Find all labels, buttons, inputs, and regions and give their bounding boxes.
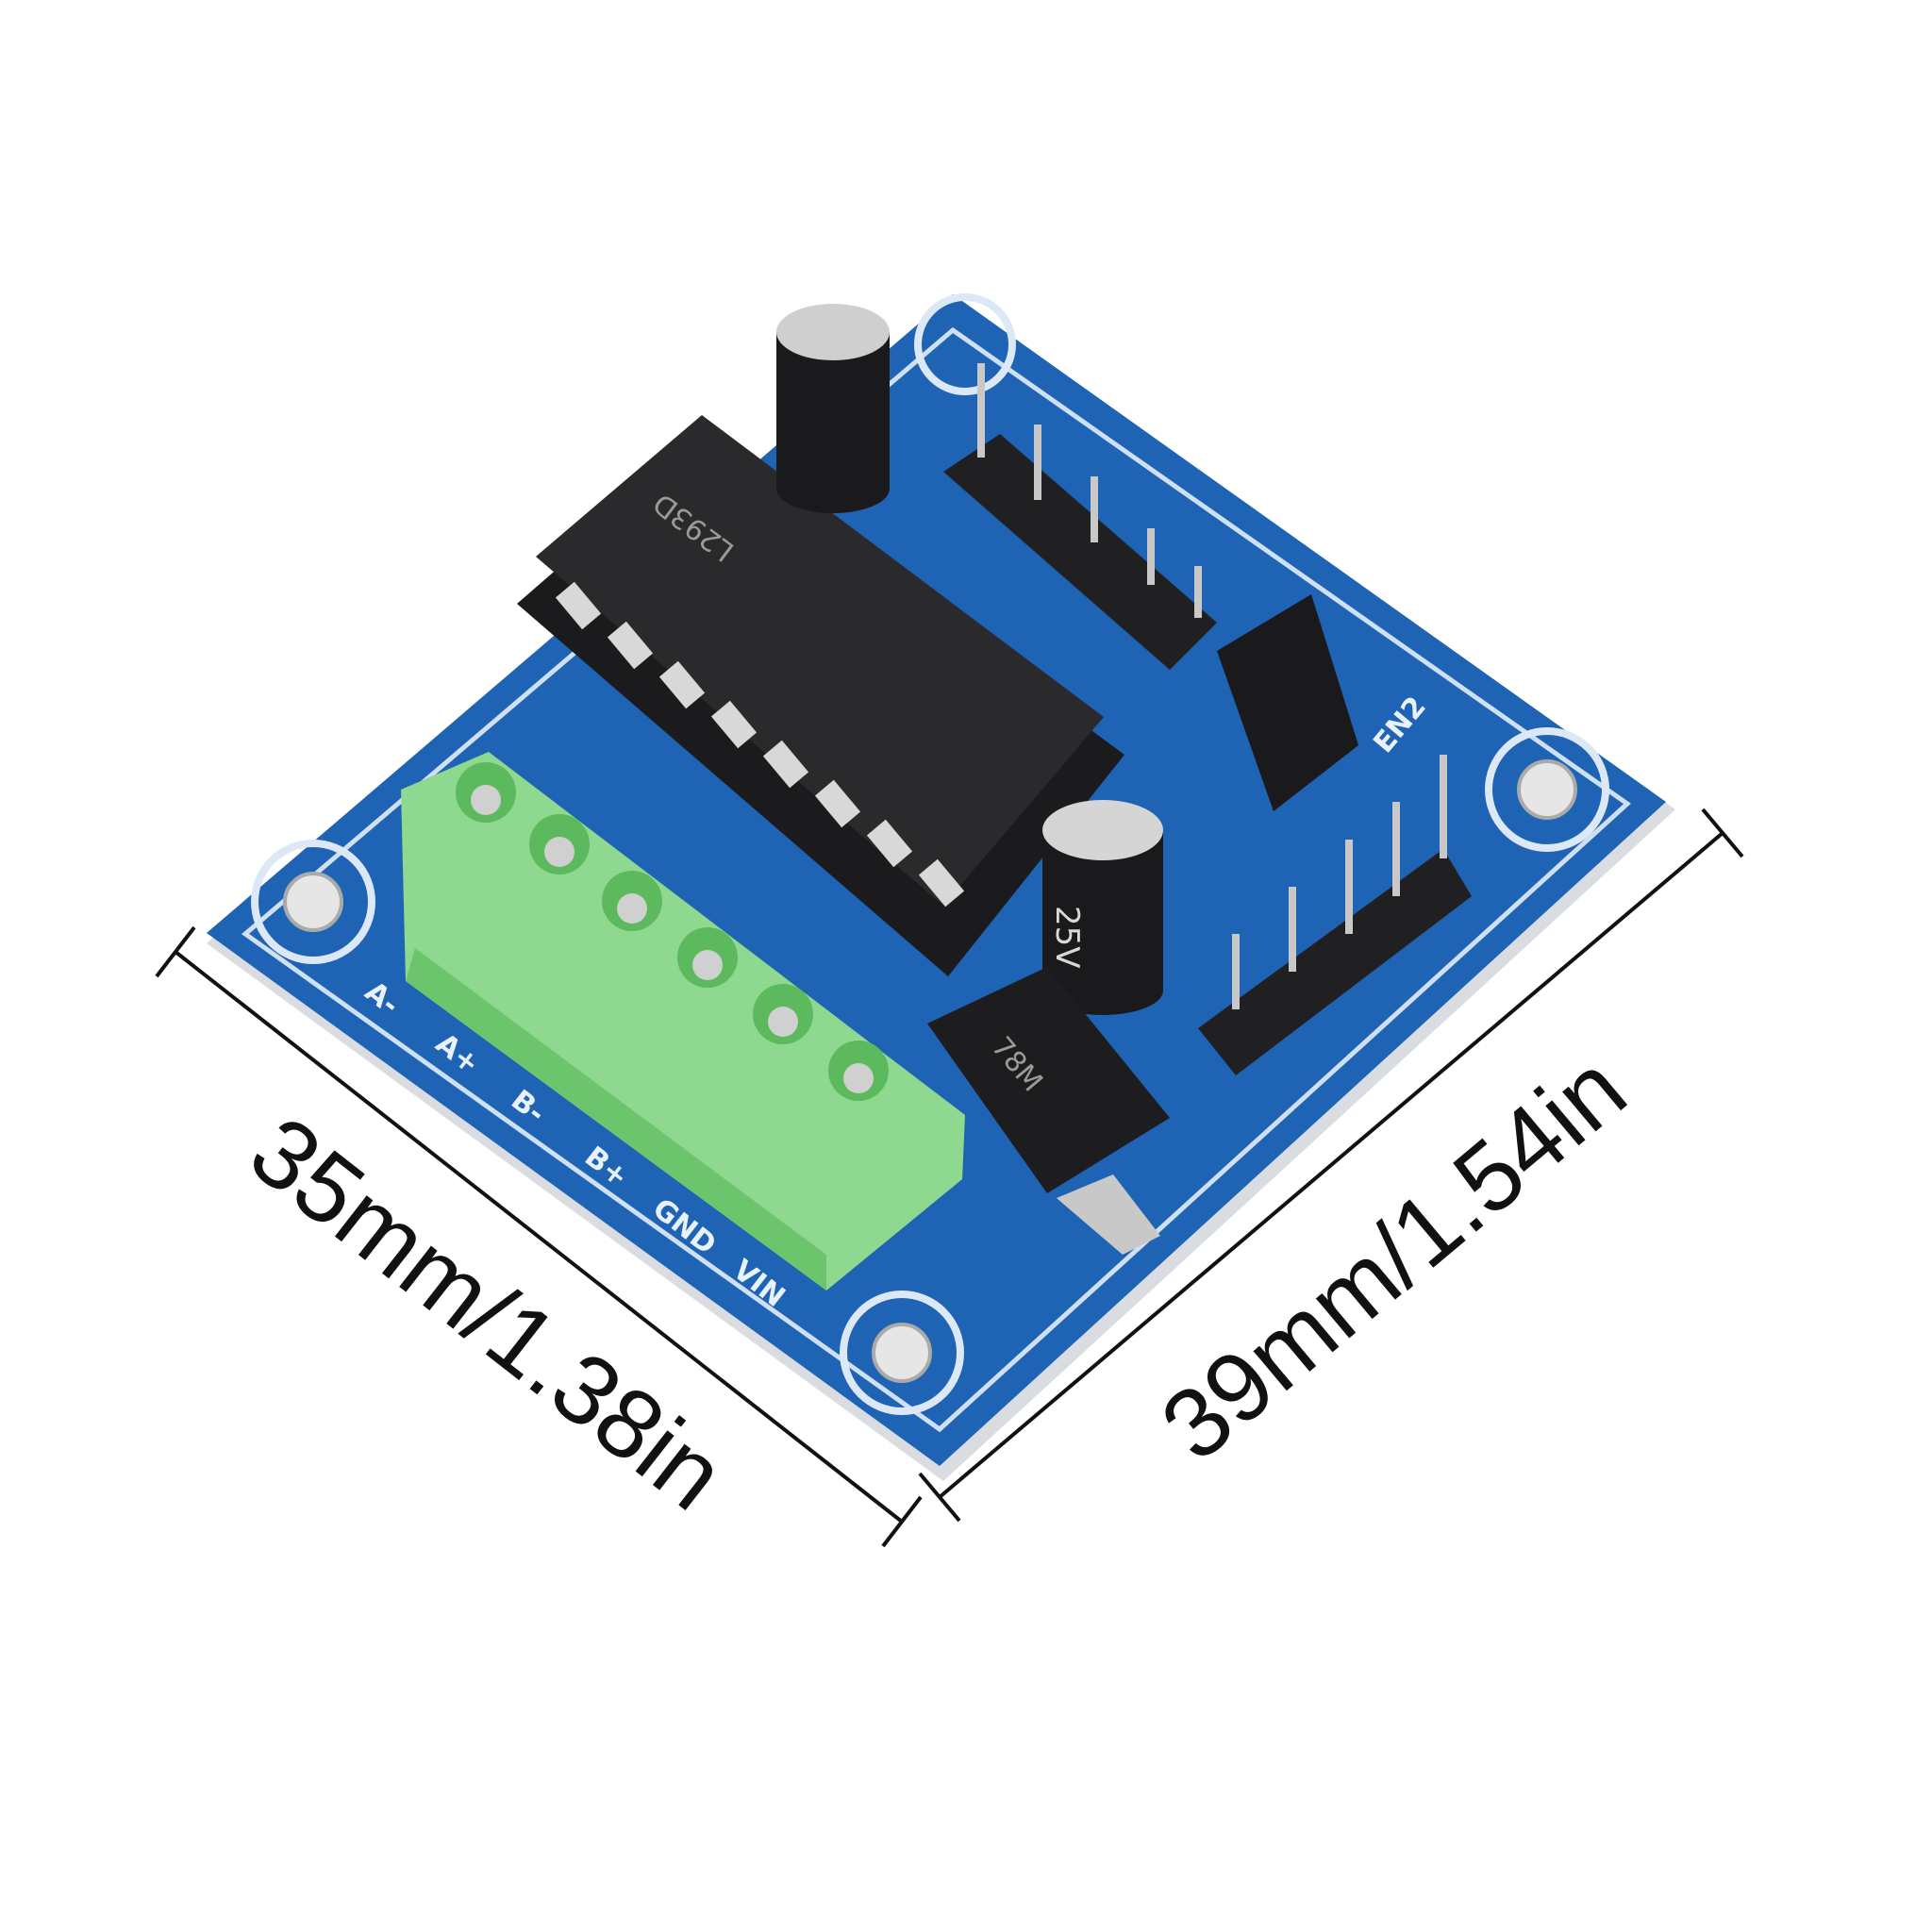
- l293d-chip: [536, 415, 1104, 906]
- dimension-line-height: [918, 808, 1744, 1523]
- header-top: [943, 363, 1217, 670]
- mounting-hole: [840, 1291, 964, 1415]
- mounting-hole: [1485, 727, 1609, 852]
- capacitor-label: 25V: [1048, 906, 1086, 969]
- chip-pins: [555, 581, 965, 908]
- mounting-hole: [251, 840, 375, 964]
- dimension-line-width: [155, 925, 923, 1548]
- screw-terminal-block: [401, 752, 965, 1291]
- voltage-regulator: 78M: [927, 967, 1170, 1255]
- header-right: [1198, 755, 1472, 1075]
- capacitor-top: [776, 304, 890, 513]
- mounting-hole: [914, 293, 1016, 395]
- jumper: [1217, 594, 1358, 811]
- capacitor-mid: 25V: [1042, 800, 1163, 1015]
